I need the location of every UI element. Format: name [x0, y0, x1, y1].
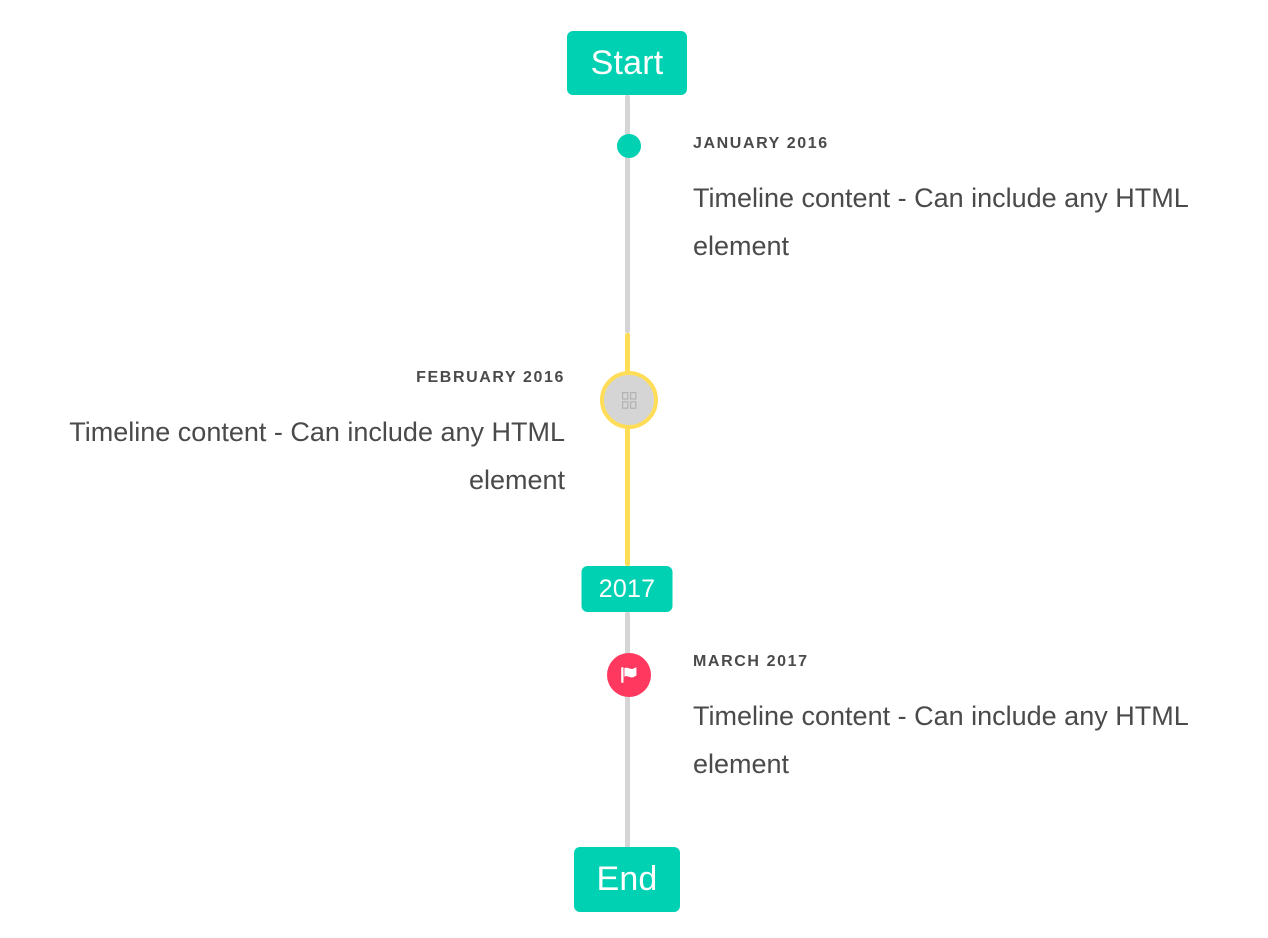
timeline-entry-body: Timeline content - Can include any HTML … — [69, 417, 565, 495]
timeline-marker-missing-glyph-icon[interactable] — [600, 371, 658, 429]
timeline-entry-body: Timeline content - Can include any HTML … — [693, 701, 1188, 779]
flag-icon — [621, 667, 637, 683]
timeline-entry-body: Timeline content - Can include any HTML … — [693, 183, 1188, 261]
timeline-entry-date: JANUARY 2016 — [693, 135, 829, 152]
timeline-marker-dot-icon[interactable] — [617, 134, 641, 158]
timeline-entry-february-2016: FEBRUARY 2016 Timeline content - Can inc… — [37, 370, 565, 504]
timeline-year-divider-badge[interactable]: 2017 — [581, 566, 673, 612]
timeline-entry-date: MARCH 2017 — [693, 653, 809, 670]
timeline-entry-march-2017: MARCH 2017 Timeline content - Can includ… — [693, 654, 1221, 788]
missing-glyph-icon — [621, 391, 636, 409]
timeline-end-badge[interactable]: End — [574, 847, 680, 912]
timeline-rail-segment-top — [625, 95, 630, 333]
timeline-start-badge[interactable]: Start — [567, 31, 687, 95]
timeline-marker-flag-icon[interactable] — [607, 653, 651, 697]
timeline-rail-segment-bottom — [625, 612, 630, 857]
timeline-rail-segment-highlighted — [625, 333, 630, 566]
timeline-entry-date: FEBRUARY 2016 — [416, 369, 565, 386]
timeline-entry-january-2016: JANUARY 2016 Timeline content - Can incl… — [693, 136, 1221, 270]
